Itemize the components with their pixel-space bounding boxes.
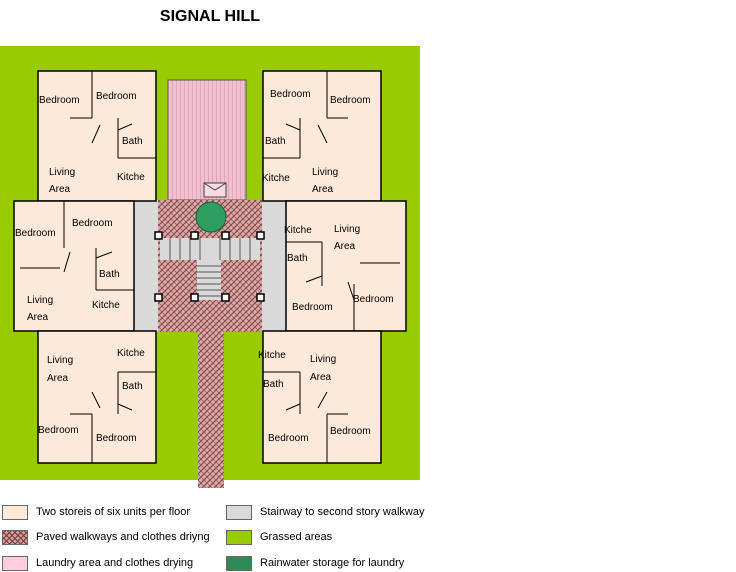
room-label: Bedroom [353,294,394,305]
room-label: Bath [99,269,120,280]
room-label: Bedroom [39,95,80,106]
room-label: Bedroom [72,218,113,229]
room-label: Bedroom [96,91,137,102]
legend-swatch-laundry [2,555,28,571]
legend-swatch-grass [226,529,252,545]
room-label: Living [47,355,73,366]
stairway-left [134,200,158,332]
room-label: Bath [265,136,286,147]
room-label: Bedroom [330,95,371,106]
room-label: Bath [263,379,284,390]
room-label: Living [49,167,75,178]
legend-item-rain: Rainwater storage for laundry [226,554,404,572]
room-label: Bedroom [268,433,309,444]
room-label: Bedroom [38,425,79,436]
room-label: Bath [122,381,143,392]
rainwater-tank [195,201,227,233]
stairway-right [262,200,286,332]
unit-bottom-right [262,330,382,464]
site-plan: Bedroom Bedroom Bath Living Area Kitche … [0,46,420,488]
entry-path [198,330,224,488]
room-label: Kitche [258,350,286,361]
stairway-centre [160,238,260,260]
legend-item-paved: Paved walkways and clothes driyng [2,528,210,546]
laundry-area [167,79,247,201]
unit-bottom-left [37,330,157,464]
legend-item-grass: Grassed areas [226,528,332,546]
legend-item-units: Two storeis of six units per floor [2,503,190,521]
room-label: Living [334,224,360,235]
room-label: Living [312,167,338,178]
room-label: Kitche [117,348,145,359]
room-label: Area [312,184,334,195]
legend-swatch-units [2,504,28,520]
legend-swatch-stair [226,504,252,520]
stairway-steps [197,260,221,300]
room-label: Area [47,373,69,384]
room-label: Bedroom [292,302,333,313]
room-label: Kitche [117,172,145,183]
legend-label: Laundry area and clothes drying [36,557,194,569]
unit-top-left [37,70,157,202]
room-label: Bedroom [15,228,56,239]
room-label: Bedroom [330,426,371,437]
room-label: Bedroom [270,89,311,100]
room-label: Kitche [284,225,312,236]
room-label: Area [334,241,356,252]
room-label: Kitche [92,300,120,311]
room-label: Area [310,372,332,383]
legend-label: Two storeis of six units per floor [36,506,191,518]
page-title: SIGNAL HILL [159,8,261,25]
room-label: Bath [287,253,308,264]
room-label: Area [27,312,49,323]
legend-label: Rainwater storage for laundry [260,557,405,569]
legend-label: Grassed areas [260,531,333,543]
legend-swatch-paved [2,529,28,545]
legend-label: Stairway to second story walkway [260,506,425,518]
room-label: Bedroom [96,433,137,444]
room-label: Bath [122,136,143,147]
unit-top-right [262,70,382,202]
room-label: Kitche [262,173,290,184]
legend-label: Paved walkways and clothes driyng [36,531,210,543]
room-label: Area [49,184,71,195]
room-label: Living [27,295,53,306]
legend-item-laundry: Laundry area and clothes drying [2,554,193,572]
legend-item-stair: Stairway to second story walkway [226,503,424,521]
room-label: Living [310,354,336,365]
legend-swatch-rain [226,555,252,571]
unit-mid-left [13,200,135,332]
